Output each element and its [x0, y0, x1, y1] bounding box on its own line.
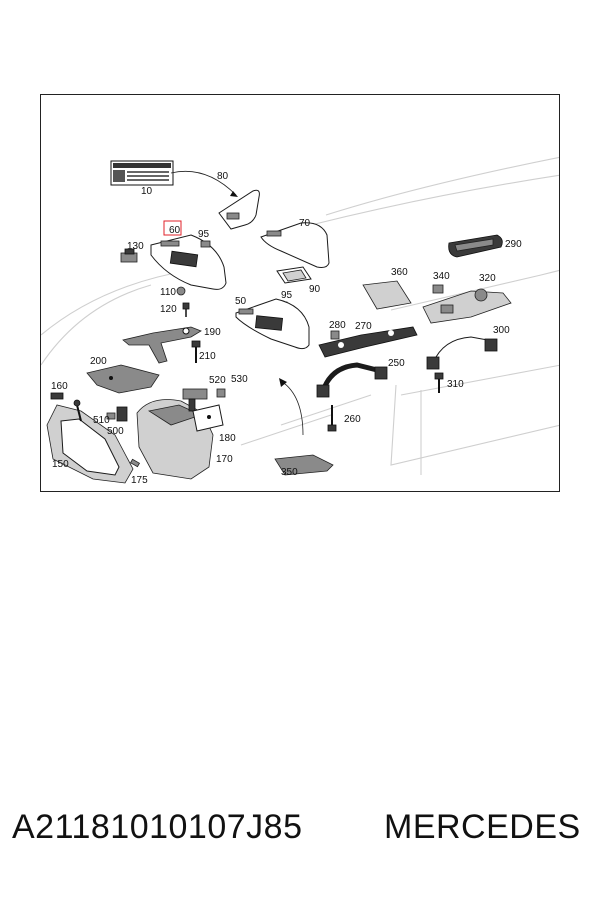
callout-170: 170 [216, 454, 233, 465]
part-290-lamp[interactable] [448, 234, 503, 258]
part-80-sun-visor[interactable] [218, 189, 260, 230]
part-95-clip[interactable] [200, 240, 211, 248]
highlight-box [163, 220, 182, 236]
callout-180: 180 [219, 433, 236, 444]
callout-350: 350 [281, 467, 298, 478]
callout-530: 530 [231, 374, 248, 385]
callout-200: 200 [90, 356, 107, 367]
callout-110: 110 [160, 287, 176, 298]
part-360-pad[interactable] [362, 280, 412, 310]
part-120-screw[interactable] [182, 302, 190, 317]
part-200-cover[interactable] [86, 364, 160, 394]
part-175-bulb[interactable] [129, 458, 141, 468]
callout-280: 280 [329, 320, 346, 331]
callout-320: 320 [479, 273, 496, 284]
callout-130: 130 [127, 241, 144, 252]
callout-210: 210 [199, 351, 216, 362]
callout-10: 10 [141, 186, 153, 197]
part-70-sun-visor[interactable] [260, 222, 330, 268]
callout-340: 340 [433, 271, 450, 282]
callout-175: 175 [131, 475, 148, 486]
arrow-350-up [280, 380, 304, 436]
callout-300: 300 [493, 325, 510, 336]
callout-250: 250 [388, 358, 405, 369]
part-520-bracket[interactable] [182, 388, 208, 412]
part-60-sun-visor[interactable] [150, 234, 227, 290]
part-310-screw[interactable] [434, 372, 444, 393]
part-320-console[interactable] [422, 288, 512, 324]
part-280-clip[interactable] [330, 330, 340, 340]
parts-exploded-diagram: 10 80 60 95 70 130 290 360 340 320 110 90 120 50 95 280… [41, 156, 559, 486]
callout-290: 290 [505, 239, 522, 250]
callout-120: 120 [160, 304, 177, 315]
part-110-nut[interactable] [176, 286, 186, 296]
part-260-screw[interactable] [327, 405, 337, 432]
callout-80: 80 [217, 171, 229, 182]
callout-150: 150 [52, 459, 69, 470]
part-50-sun-visor[interactable] [235, 298, 310, 350]
part-190-bracket[interactable] [122, 326, 202, 364]
callout-260: 260 [344, 414, 361, 425]
part-350-trim-strip[interactable] [274, 454, 334, 476]
car-interior-outline [41, 156, 559, 475]
part-90-vanity-mirror[interactable] [276, 266, 312, 284]
callout-160: 160 [51, 381, 68, 392]
part-130-clip[interactable] [120, 248, 138, 263]
part-number: A21181010107J85 [12, 808, 303, 846]
callout-190: 190 [204, 327, 221, 338]
part-500-plug[interactable] [116, 406, 128, 422]
part-250-grab-handle[interactable] [316, 362, 388, 398]
callout-310: 310 [447, 379, 464, 390]
callout-360: 360 [391, 267, 408, 278]
callout-95: 95 [281, 290, 293, 301]
callout-270: 270 [355, 321, 372, 332]
parts-diagram-frame: 10 80 60 95 70 130 290 360 340 320 110 90 120 50 95 280… [40, 94, 560, 492]
part-180-plate[interactable] [192, 404, 224, 432]
callout-90: 90 [309, 284, 321, 295]
part-530-clip[interactable] [216, 388, 226, 398]
callout-labels: 10 80 60 95 70 130 290 360 340 320 110 90 120 50 95 280… [51, 171, 522, 486]
part-160-connector[interactable] [50, 392, 64, 400]
part-300-grab-handle[interactable] [426, 336, 498, 370]
part-340-nut[interactable] [432, 284, 444, 294]
callout-70: 70 [299, 218, 311, 229]
callout-60: 60 [169, 225, 181, 236]
brand-name: MERCEDES [384, 808, 581, 846]
part-10-warning-label[interactable] [110, 160, 174, 186]
part-510-clip[interactable] [106, 412, 116, 420]
part-210-screw[interactable] [191, 340, 201, 363]
callout-95: 95 [198, 229, 210, 240]
callout-500: 500 [107, 426, 124, 437]
part-150-interior-mirror[interactable] [46, 399, 134, 484]
footer: A21181010107J85 MERCEDES [0, 808, 600, 858]
callout-520: 520 [209, 375, 226, 386]
callout-510: 510 [93, 415, 110, 426]
arrow-10-to-80 [170, 170, 237, 196]
part-270-rail[interactable] [318, 326, 418, 358]
callout-50: 50 [235, 296, 247, 307]
